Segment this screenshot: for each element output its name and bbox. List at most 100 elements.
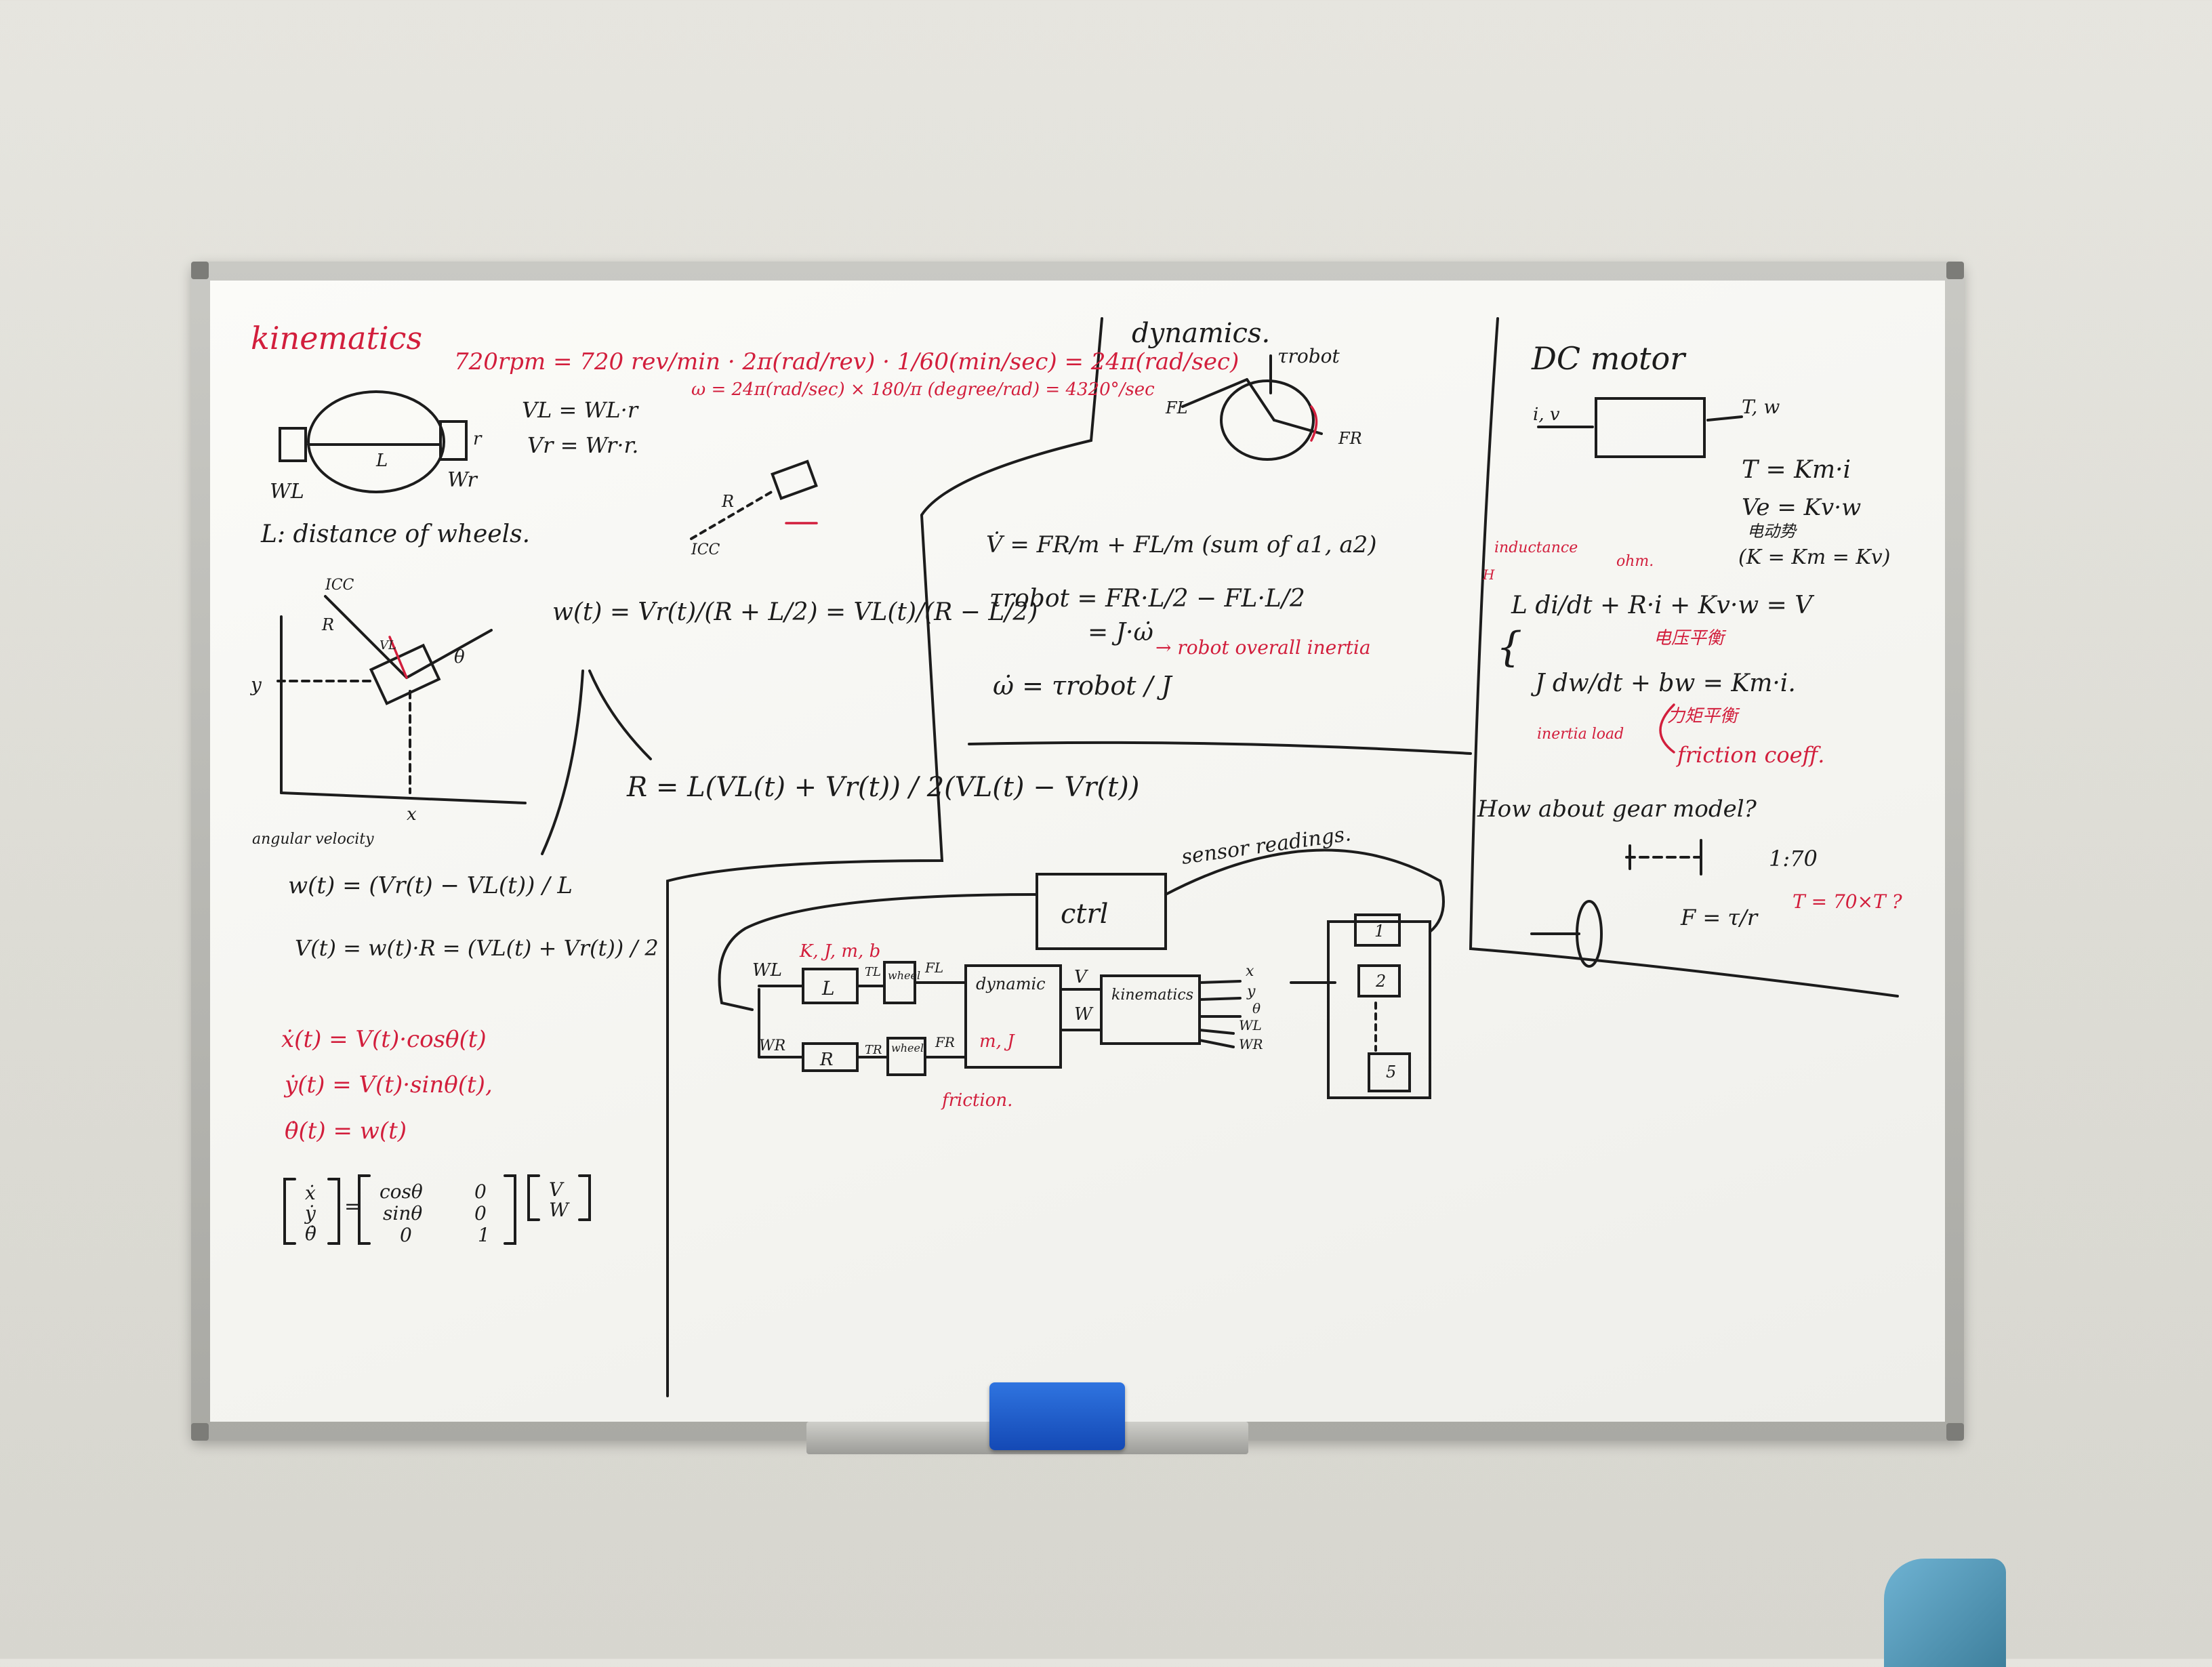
matrix-cell: 0 [474, 1180, 487, 1203]
derivation-arrow [541, 670, 584, 855]
icc-sketch [690, 459, 818, 540]
constant-equality: (K = Km = Kv) [1738, 546, 1890, 569]
wheel-force-sketch [1530, 900, 1603, 968]
acceleration-equation: V̇ = FR/m + FL/m (sum of a1, a2) [986, 531, 1377, 558]
right-wheel-omega-label: Wr [447, 468, 478, 492]
omega-equation: w(t) = (Vr(t) − VL(t)) / L [288, 872, 573, 899]
output-wl: WL [1239, 1017, 1262, 1033]
sensor-readings-label: sensor readings. [1180, 822, 1352, 869]
equals-sign: = [344, 1195, 361, 1218]
friction-label: friction. [941, 1090, 1012, 1111]
angular-velocity-label: angular velocity [252, 831, 374, 848]
stack-item-2: 2 [1375, 972, 1386, 991]
frame-corner-icon [191, 1423, 209, 1441]
right-torque-label: TR [865, 1043, 882, 1057]
heading-angle-label: θ [454, 647, 465, 667]
matrix-cell: 0 [400, 1224, 412, 1246]
matrix-lhs-y: ẏ [304, 1202, 316, 1224]
plot-vl-label: VL [380, 638, 396, 653]
icc-label: ICC [691, 541, 720, 558]
angular-acceleration-equation: ω̇ = τrobot / J [993, 671, 1172, 701]
parameter-labels: K, J, m, b [799, 941, 880, 962]
back-emf-eq: Ve = Kv·w [1742, 494, 1861, 521]
plot-icc-label: ICC [325, 577, 354, 594]
left-velocity-eq: VL = WL·r [522, 397, 639, 423]
output-y: y [1246, 983, 1256, 1000]
input-split [758, 985, 804, 1058]
voltage-balance-note: 电压平衡 [1654, 628, 1727, 649]
y-axis-label: y [249, 674, 262, 696]
gear-symbol [1625, 839, 1702, 876]
robot-torque-label: τrobot [1277, 345, 1340, 367]
x-dot-equation: ẋ(t) = V(t)·cosθ(t) [281, 1026, 487, 1053]
controller-block [1036, 873, 1167, 950]
control-path [718, 893, 1038, 1011]
right-velocity-eq: Vr = Wr·r. [527, 432, 638, 458]
y-dot-equation: ẏ(t) = V(t)·sinθ(t), [283, 1071, 493, 1098]
left-omega-input: WL [752, 960, 782, 981]
friction-coeff-label: friction coeff. [1676, 742, 1824, 768]
ohm-label: ohm. [1616, 553, 1654, 570]
motor-block [1595, 397, 1706, 458]
velocity-signal: V [1074, 967, 1088, 987]
left-torque-label: TL [865, 965, 881, 979]
friction-arrow [1659, 703, 1675, 754]
kinematics-heading: kinematics [251, 320, 422, 356]
rpm-conversion-line: 720rpm = 720 rev/min · 2π(rad/rev) · 1/6… [454, 348, 1239, 375]
matrix-rhs-v: V [549, 1178, 565, 1201]
matrix-cell: 1 [478, 1224, 490, 1246]
robot-torque-equation: τrobot = FR·L/2 − FL·L/2 [989, 585, 1305, 613]
right-motor-label: R [819, 1050, 834, 1070]
chair-back [1884, 1559, 2006, 1667]
stack-item-5: 5 [1386, 1063, 1396, 1082]
mass-inertia-label: m, J [979, 1031, 1015, 1052]
right-wheel-label: wheel [891, 1042, 924, 1054]
frame-corner-icon [1946, 1423, 1964, 1441]
wheel-radius-label: r [473, 429, 483, 449]
matrix-cell: cosθ [380, 1180, 423, 1203]
left-motor-label: L [821, 977, 835, 1000]
matrix-lhs-x: ẋ [305, 1182, 316, 1204]
matrix-cell: sinθ [383, 1202, 422, 1224]
xy-plot-sketch [276, 595, 527, 804]
omega-radius-equation: w(t) = Vr(t)/(R + L/2) = VL(t)/(R − L/2) [552, 598, 1038, 626]
kinematics-block [1100, 974, 1201, 1045]
force-equation: F = τ/r [1680, 905, 1759, 930]
left-wheel-block [883, 961, 916, 1004]
state-matrix-brackets [283, 1174, 591, 1245]
matrix-cell: 0 [474, 1202, 487, 1224]
motor-output-label: T, w [1742, 396, 1780, 418]
icc-radius-label: R [721, 492, 734, 511]
omega-signal: W [1074, 1004, 1094, 1025]
robot-top-view [279, 390, 468, 493]
output-x: x [1246, 963, 1254, 980]
torque-inertia-equation: = J·ω̇ [1088, 619, 1153, 646]
frame-corner-icon [1946, 262, 1964, 279]
gear-ratio: 1:70 [1769, 846, 1818, 871]
gear-model-question: How about gear model? [1477, 796, 1757, 823]
divider-line [968, 741, 1472, 755]
divider-line [666, 317, 1103, 1397]
frame-corner-icon [191, 262, 209, 279]
dc-motor-heading: DC motor [1531, 340, 1687, 377]
henry-label: H [1482, 567, 1495, 583]
turn-radius-equation: R = L(VL(t) + Vr(t)) / 2(VL(t) − Vr(t)) [626, 772, 1139, 803]
mechanical-equation: J dw/dt + bw = Km·i. [1530, 670, 1796, 697]
matrix-rhs-w: W [549, 1199, 570, 1221]
plot-radius-label: R [321, 615, 334, 634]
right-force-label: FR [1338, 429, 1362, 448]
motor-input-label: i, v [1533, 405, 1560, 425]
dynamics-heading: dynamics. [1132, 318, 1270, 349]
right-force-signal: FR [935, 1034, 955, 1050]
inertia-load-label: inertia load [1537, 726, 1624, 743]
torque-constant-eq: T = Km·i [1742, 456, 1851, 484]
robot-force-sketch [1181, 354, 1323, 461]
output-wr: WR [1239, 1036, 1263, 1052]
divider-line [1469, 317, 1899, 997]
derivation-arrow [588, 670, 652, 760]
matrix-lhs-theta: θ̇ [305, 1222, 316, 1245]
whiteboard-surface [210, 281, 1945, 1422]
right-omega-input: WR [759, 1037, 785, 1054]
theta-dot-equation: θ̇(t) = w(t) [285, 1117, 407, 1145]
